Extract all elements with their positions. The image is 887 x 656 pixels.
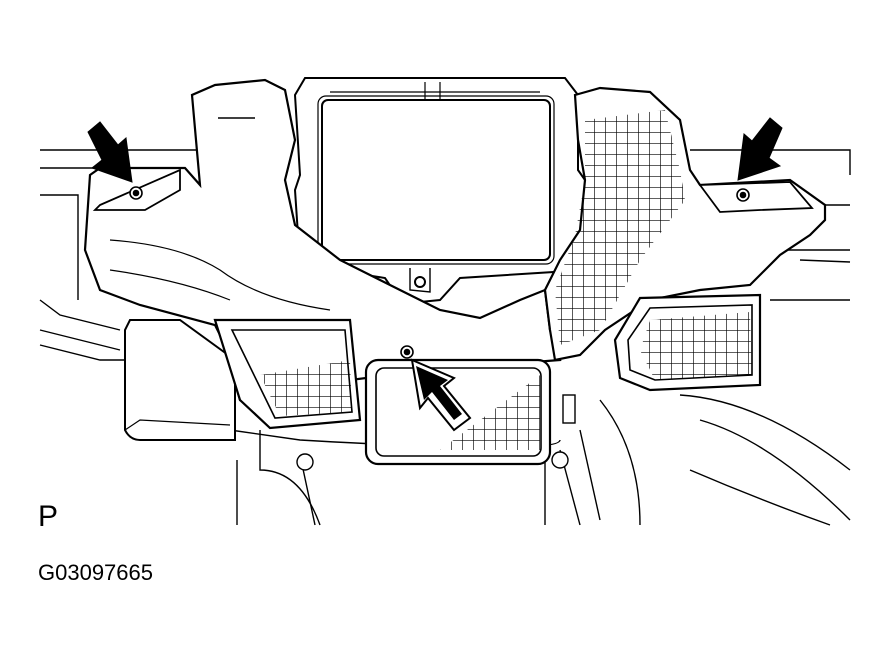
clip-arrow-right xyxy=(737,117,783,181)
view-label: P xyxy=(38,500,59,533)
clip-right xyxy=(736,188,750,202)
clip-left xyxy=(129,186,143,200)
lower-hangers xyxy=(296,394,576,471)
clip-center xyxy=(400,345,414,359)
lower-left-bracket xyxy=(124,319,236,441)
figure-code: G03097665 xyxy=(38,560,153,585)
center-display-frame xyxy=(293,77,586,304)
clip-arrow-center-fill xyxy=(416,366,462,420)
right-air-duct xyxy=(543,86,827,362)
left-vent-outlet xyxy=(213,318,362,430)
right-vent-outlet xyxy=(613,293,762,392)
clip-arrow-left xyxy=(87,121,133,183)
